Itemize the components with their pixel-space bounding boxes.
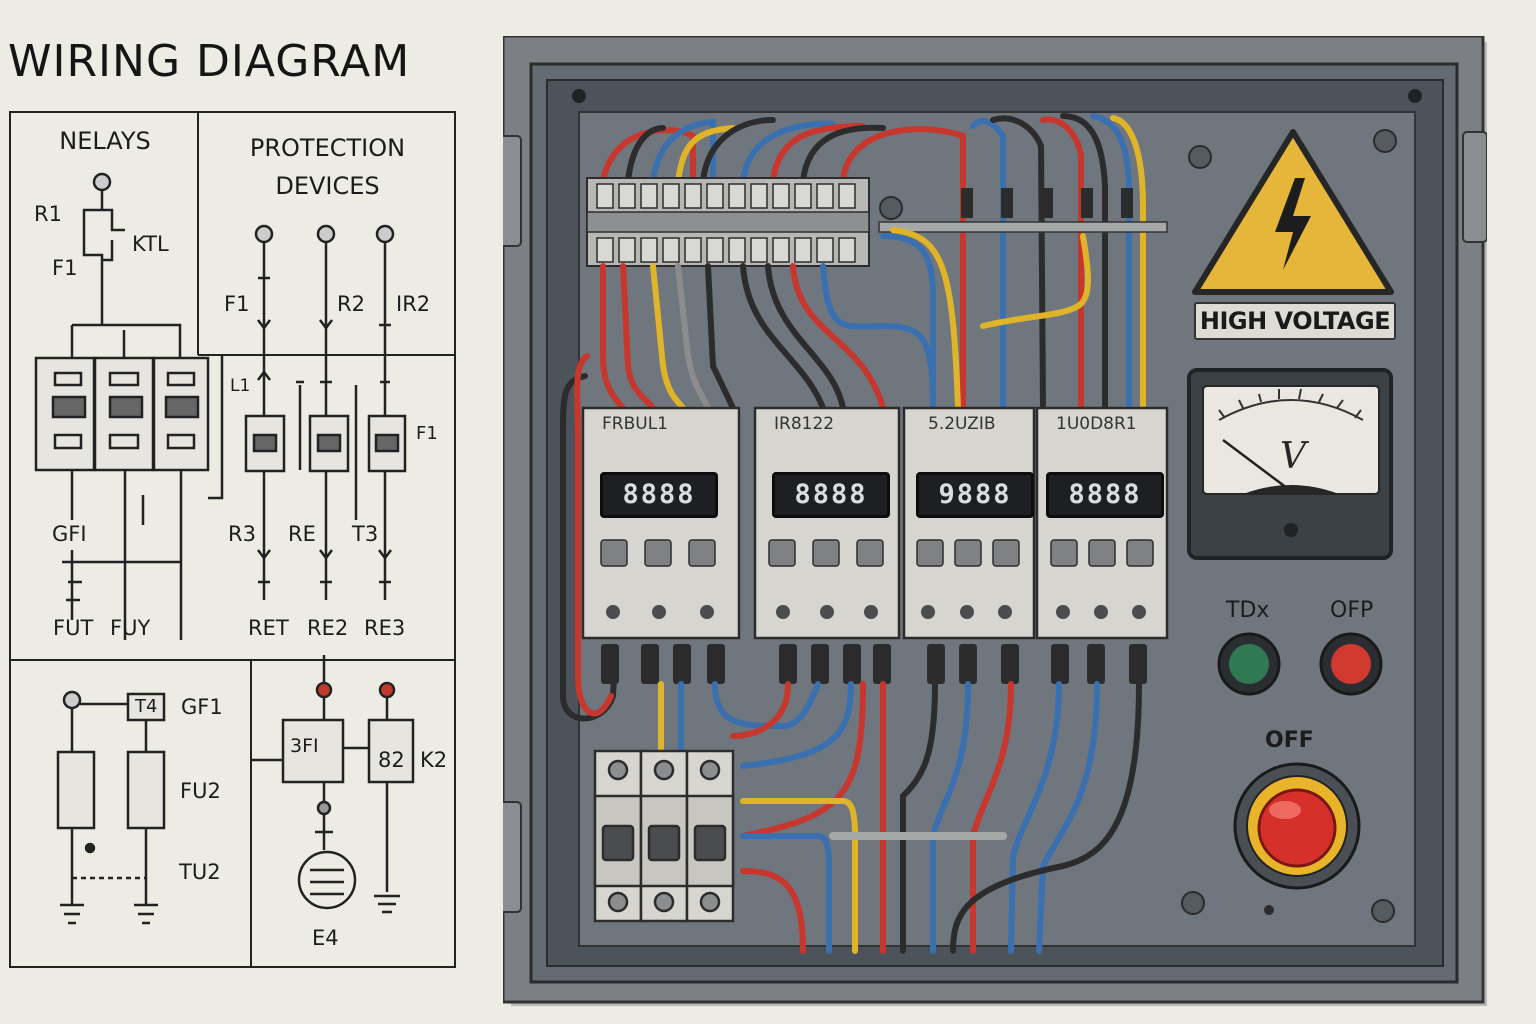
label-f1-relay: F1 [52, 256, 78, 280]
label-ktl: KTL [132, 232, 169, 256]
relay-1-name: FRBUL1 [602, 414, 668, 434]
label-k2: K2 [420, 748, 448, 772]
label-82: 82 [378, 748, 405, 772]
relay-4-display: 8888 [1046, 472, 1164, 518]
label-gfi: GFI [52, 522, 87, 546]
label-ir2: IR2 [396, 292, 431, 316]
label-r2: R2 [337, 292, 365, 316]
label-re: RE [288, 522, 316, 546]
diagram-title: WIRING DIAGRAM [8, 36, 411, 87]
schematic-lines [9, 111, 456, 968]
label-fut: FUT [53, 616, 94, 640]
label-t3: T3 [352, 522, 379, 546]
red-lamp-label: OFP [1330, 598, 1374, 623]
label-gf1: GF1 [181, 695, 223, 719]
relay-1-display: 8888 [600, 472, 718, 518]
off-label: OFF [1265, 728, 1314, 753]
lower-wires [658, 681, 1142, 954]
label-fu2: FU2 [180, 779, 221, 803]
label-re3: RE3 [364, 616, 406, 640]
upper-wire-bundle [600, 113, 1146, 409]
off-button[interactable] [1248, 788, 1344, 868]
label-f1-protection: F1 [224, 292, 250, 316]
relay-3-display: 9888 [916, 472, 1034, 518]
label-f1-right: F1 [416, 423, 438, 444]
digital-relay-modules [581, 406, 1169, 684]
high-voltage-label: HIGH VOLTAGE [1194, 302, 1396, 340]
section-relays-title: NELAYS [59, 127, 151, 155]
section-protection-title-1: PROTECTION [249, 134, 406, 162]
label-r1: R1 [34, 202, 62, 226]
label-re2: RE2 [307, 616, 349, 640]
label-t4: T4 [135, 696, 158, 717]
green-lamp-label: TDx [1226, 598, 1270, 623]
section-protection-title-2: DEVICES [275, 172, 380, 200]
label-tu2: TU2 [179, 860, 221, 884]
label-e4: E4 [312, 926, 339, 950]
circuit-breakers [593, 749, 735, 923]
middle-wires [560, 227, 1091, 722]
meter-unit-label: V [1280, 436, 1306, 477]
label-fuy: FUY [110, 616, 151, 640]
label-ret: RET [248, 616, 289, 640]
relay-2-name: IR8122 [774, 414, 835, 434]
electrical-panel [503, 36, 1487, 1006]
relay-4-name: 1U0D8R1 [1056, 414, 1137, 434]
relay-2-display: 8888 [772, 472, 890, 518]
label-l1: L1 [230, 376, 251, 396]
label-r3: R3 [228, 522, 256, 546]
relay-3-name: 5.2UZIB [928, 414, 996, 434]
label-3fi: 3FI [290, 735, 319, 757]
